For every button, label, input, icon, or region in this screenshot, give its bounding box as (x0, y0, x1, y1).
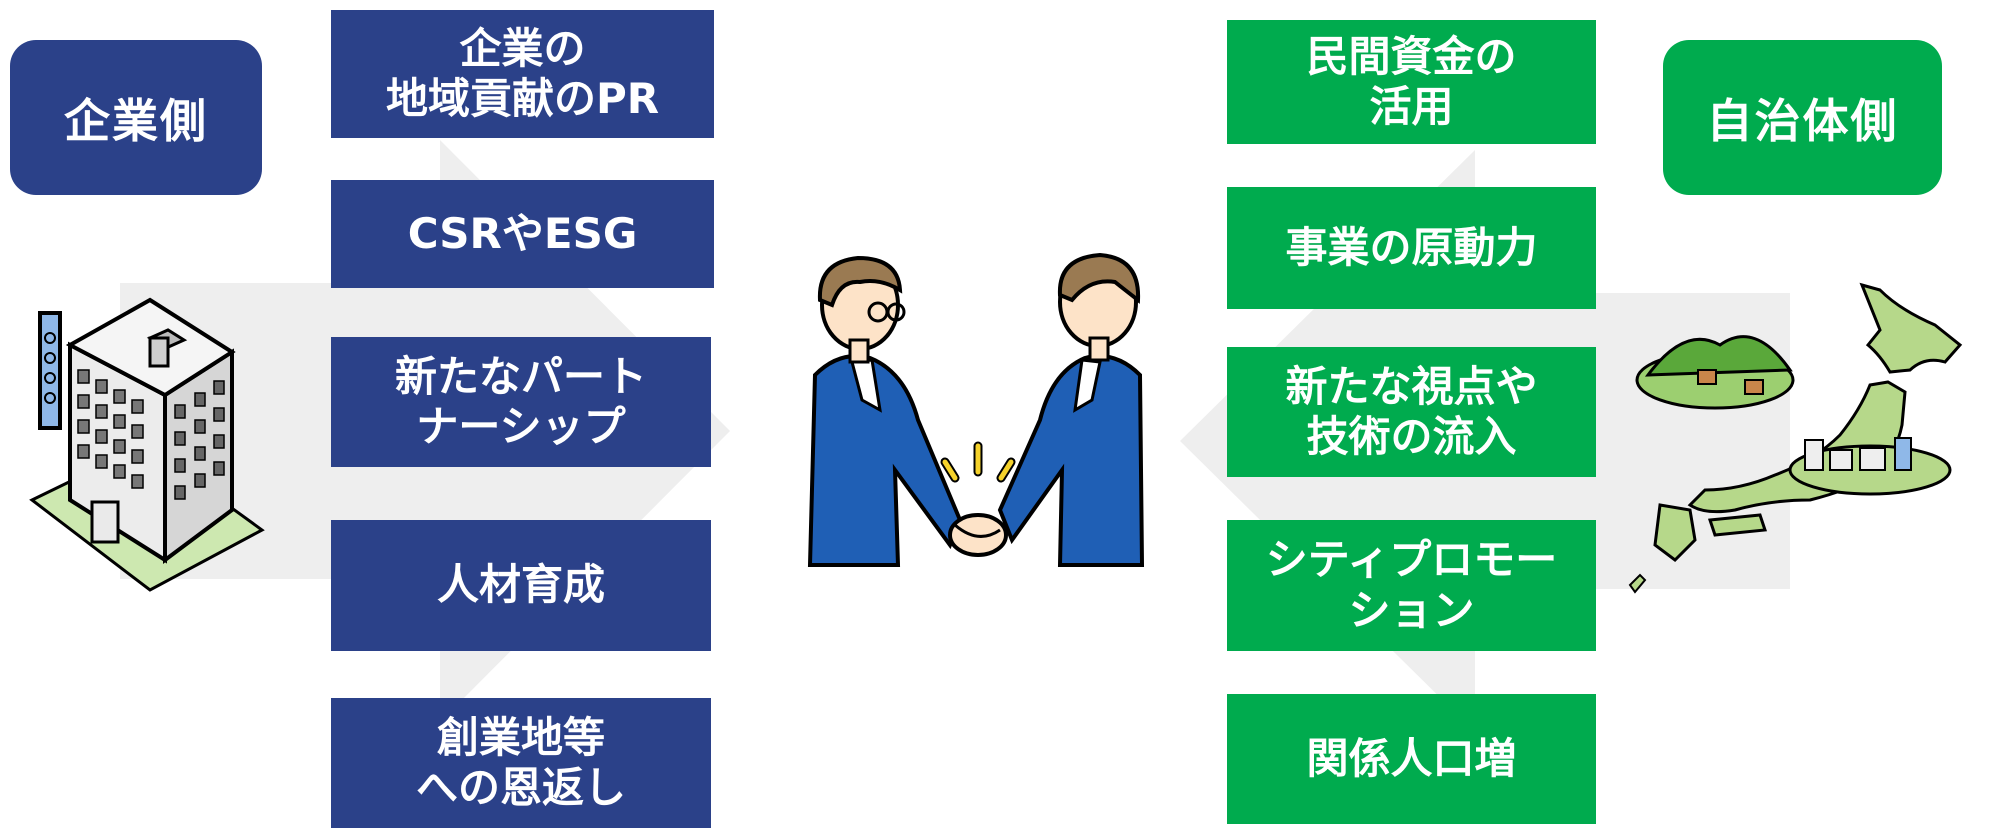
municipality-benefit-box: 事業の原動力 (1227, 187, 1596, 309)
company-benefit-box: 創業地等 への恩返し (331, 698, 711, 828)
company-benefit-box: 企業の 地域貢献のPR (331, 10, 714, 138)
company-benefit-text: 人材育成 (436, 560, 605, 610)
company-benefit-text: 創業地等 への恩返し (415, 712, 626, 812)
municipality-benefit-text: 関係人口増 (1306, 733, 1517, 783)
municipality-benefit-text: 事業の原動力 (1285, 222, 1538, 272)
municipality-benefit-text: 民間資金の 活用 (1306, 31, 1517, 131)
municipality-side-label: 自治体側 (1663, 40, 1942, 195)
company-benefit-box: 人材育成 (331, 520, 711, 651)
company-side-title: 企業側 (64, 93, 208, 148)
company-benefit-text: 企業の 地域貢献のPR (385, 23, 660, 123)
municipality-benefit-box: 新たな視点や 技術の流入 (1227, 347, 1596, 477)
municipality-benefit-text: 新たな視点や 技術の流入 (1285, 361, 1538, 461)
company-benefit-box: CSRやESG (331, 180, 714, 288)
company-benefit-text: CSRやESG (407, 208, 638, 258)
municipality-benefit-box: シティプロモー ション (1227, 520, 1596, 651)
municipality-benefit-text: シティプロモー ション (1265, 535, 1558, 635)
municipality-side-title: 自治体側 (1706, 93, 1899, 148)
company-benefit-box: 新たなパート ナーシップ (331, 337, 711, 467)
municipality-benefit-box: 民間資金の 活用 (1227, 20, 1596, 144)
municipality-benefit-box: 関係人口増 (1227, 694, 1596, 824)
company-side-label: 企業側 (10, 40, 262, 195)
company-benefit-text: 新たなパート ナーシップ (394, 351, 647, 451)
